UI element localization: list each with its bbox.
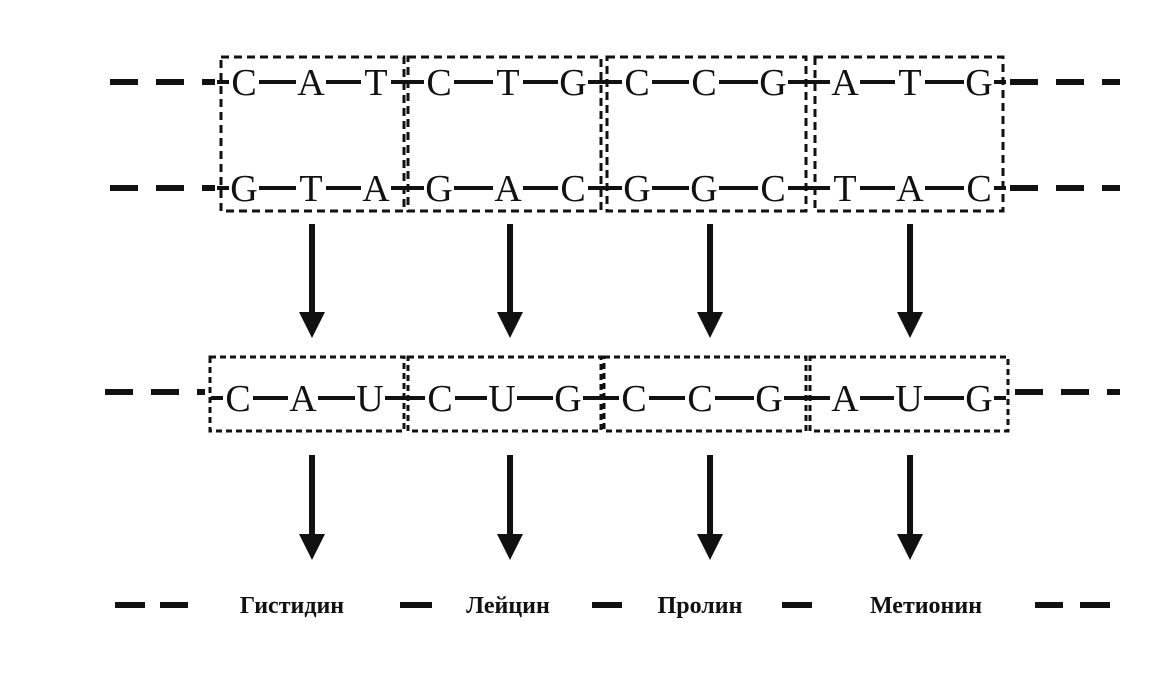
dna-template-base: G <box>230 168 257 210</box>
mrna-base: G <box>554 378 581 420</box>
mrna-codon-box <box>208 355 406 433</box>
amino-acid-label: Пролин <box>658 593 743 619</box>
dna-coding-base: C <box>624 62 649 104</box>
mrna-base: C <box>427 378 452 420</box>
dna-coding-base: C <box>691 62 716 104</box>
amino-acid-label: Лейцин <box>466 593 550 619</box>
dna-template-base: C <box>560 168 585 210</box>
down-arrow-icon <box>497 224 523 338</box>
mrna-base: U <box>356 378 383 420</box>
mrna-base: U <box>488 378 515 420</box>
mrna-base: A <box>831 378 859 420</box>
mrna-codon-box <box>602 355 808 433</box>
dna-template-base: A <box>494 168 522 210</box>
dna-coding-base: T <box>364 62 387 104</box>
dna-template-base: G <box>425 168 452 210</box>
dna-coding-base: C <box>426 62 451 104</box>
dna-coding-base: A <box>297 62 325 104</box>
dna-template-base: G <box>690 168 717 210</box>
mrna-base: G <box>965 378 992 420</box>
down-arrow-icon <box>897 224 923 338</box>
dna-coding-base: C <box>231 62 256 104</box>
dna-codon-box <box>219 55 406 213</box>
mrna-base: C <box>687 378 712 420</box>
down-arrow-icon <box>299 455 325 560</box>
mrna-base: A <box>289 378 317 420</box>
dna-coding-base: T <box>898 62 921 104</box>
down-arrow-icon <box>697 224 723 338</box>
dna-template-base: A <box>362 168 390 210</box>
dna-codon-box <box>605 55 808 213</box>
dna-coding-base: G <box>759 62 786 104</box>
dna-coding-base: G <box>559 62 586 104</box>
dna-template-base: G <box>623 168 650 210</box>
mrna-codon-box <box>406 355 603 433</box>
dna-coding-base: A <box>831 62 859 104</box>
down-arrow-icon <box>299 224 325 338</box>
amino-acid-label: Метионин <box>870 593 982 619</box>
dna-template-base: C <box>760 168 785 210</box>
dna-template-base: T <box>833 168 856 210</box>
amino-acid-label: Гистидин <box>240 593 344 619</box>
dna-coding-base: G <box>965 62 992 104</box>
dna-template-base: T <box>299 168 322 210</box>
mrna-base: C <box>225 378 250 420</box>
down-arrow-icon <box>497 455 523 560</box>
mrna-base: U <box>895 378 922 420</box>
mrna-base: G <box>755 378 782 420</box>
mrna-base: C <box>621 378 646 420</box>
dna-codon-box <box>813 55 1005 213</box>
dna-template-base: C <box>966 168 991 210</box>
down-arrow-icon <box>697 455 723 560</box>
dna-codon-box <box>406 55 603 213</box>
mrna-codon-box <box>808 355 1010 433</box>
down-arrow-icon <box>897 455 923 560</box>
dna-coding-base: T <box>496 62 519 104</box>
dna-template-base: A <box>896 168 924 210</box>
